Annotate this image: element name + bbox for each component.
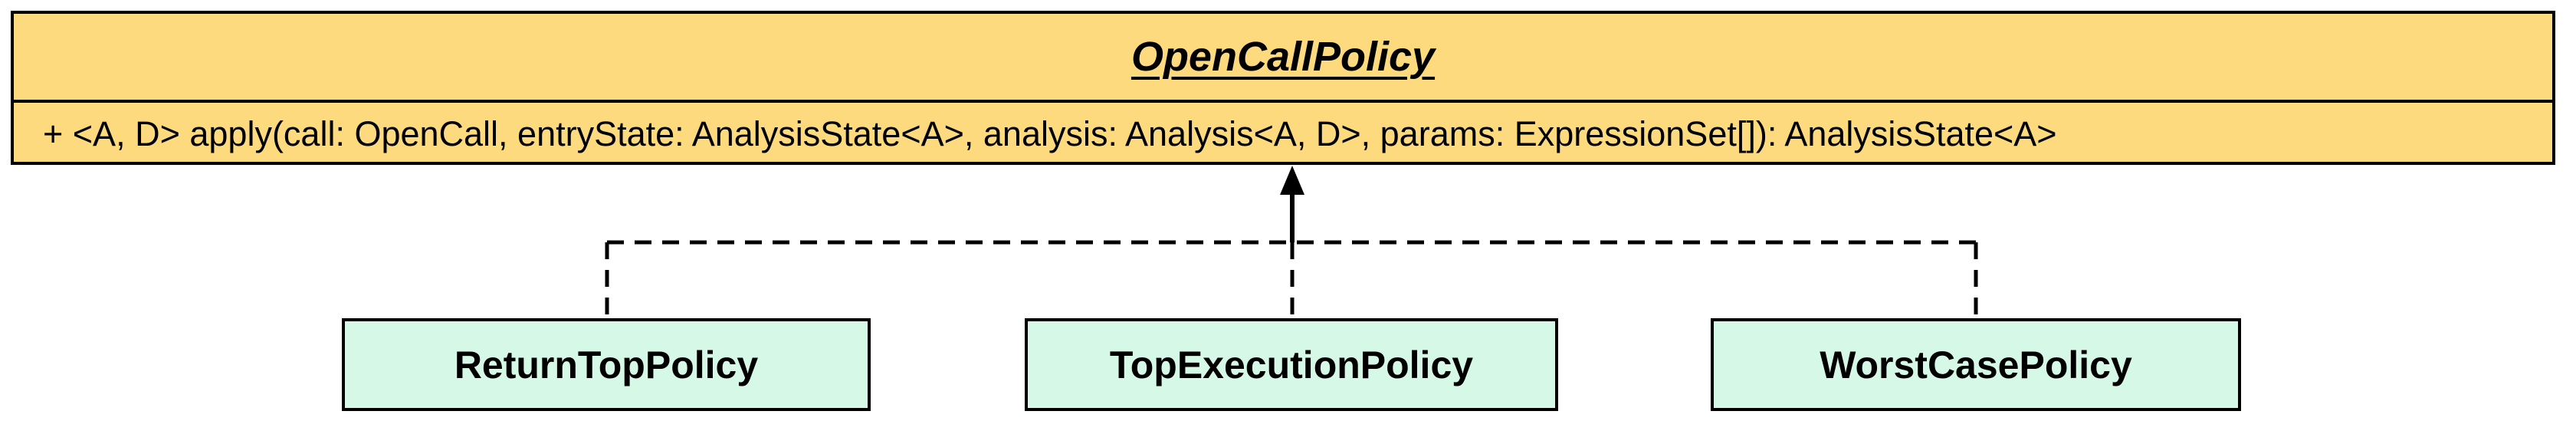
interface-name: OpenCallPolicy bbox=[1130, 34, 1436, 80]
arrowhead-icon bbox=[1280, 166, 1304, 195]
class-box-worst-case-policy: WorstCasePolicy bbox=[1711, 318, 2241, 411]
class-box-top-execution-policy: TopExecutionPolicy bbox=[1025, 318, 1558, 411]
class-name: TopExecutionPolicy bbox=[1109, 343, 1474, 386]
class-box-return-top-policy: ReturnTopPolicy bbox=[342, 318, 871, 411]
interface-title-compartment: OpenCallPolicy bbox=[14, 14, 2552, 100]
class-name: WorstCasePolicy bbox=[1820, 343, 2132, 386]
interface-method-signature: + <A, D> apply(call: OpenCall, entryStat… bbox=[43, 113, 2057, 153]
interface-box-open-call-policy: OpenCallPolicy + <A, D> apply(call: Open… bbox=[11, 11, 2555, 165]
class-name: ReturnTopPolicy bbox=[454, 343, 759, 386]
compartment-divider bbox=[14, 100, 2552, 103]
